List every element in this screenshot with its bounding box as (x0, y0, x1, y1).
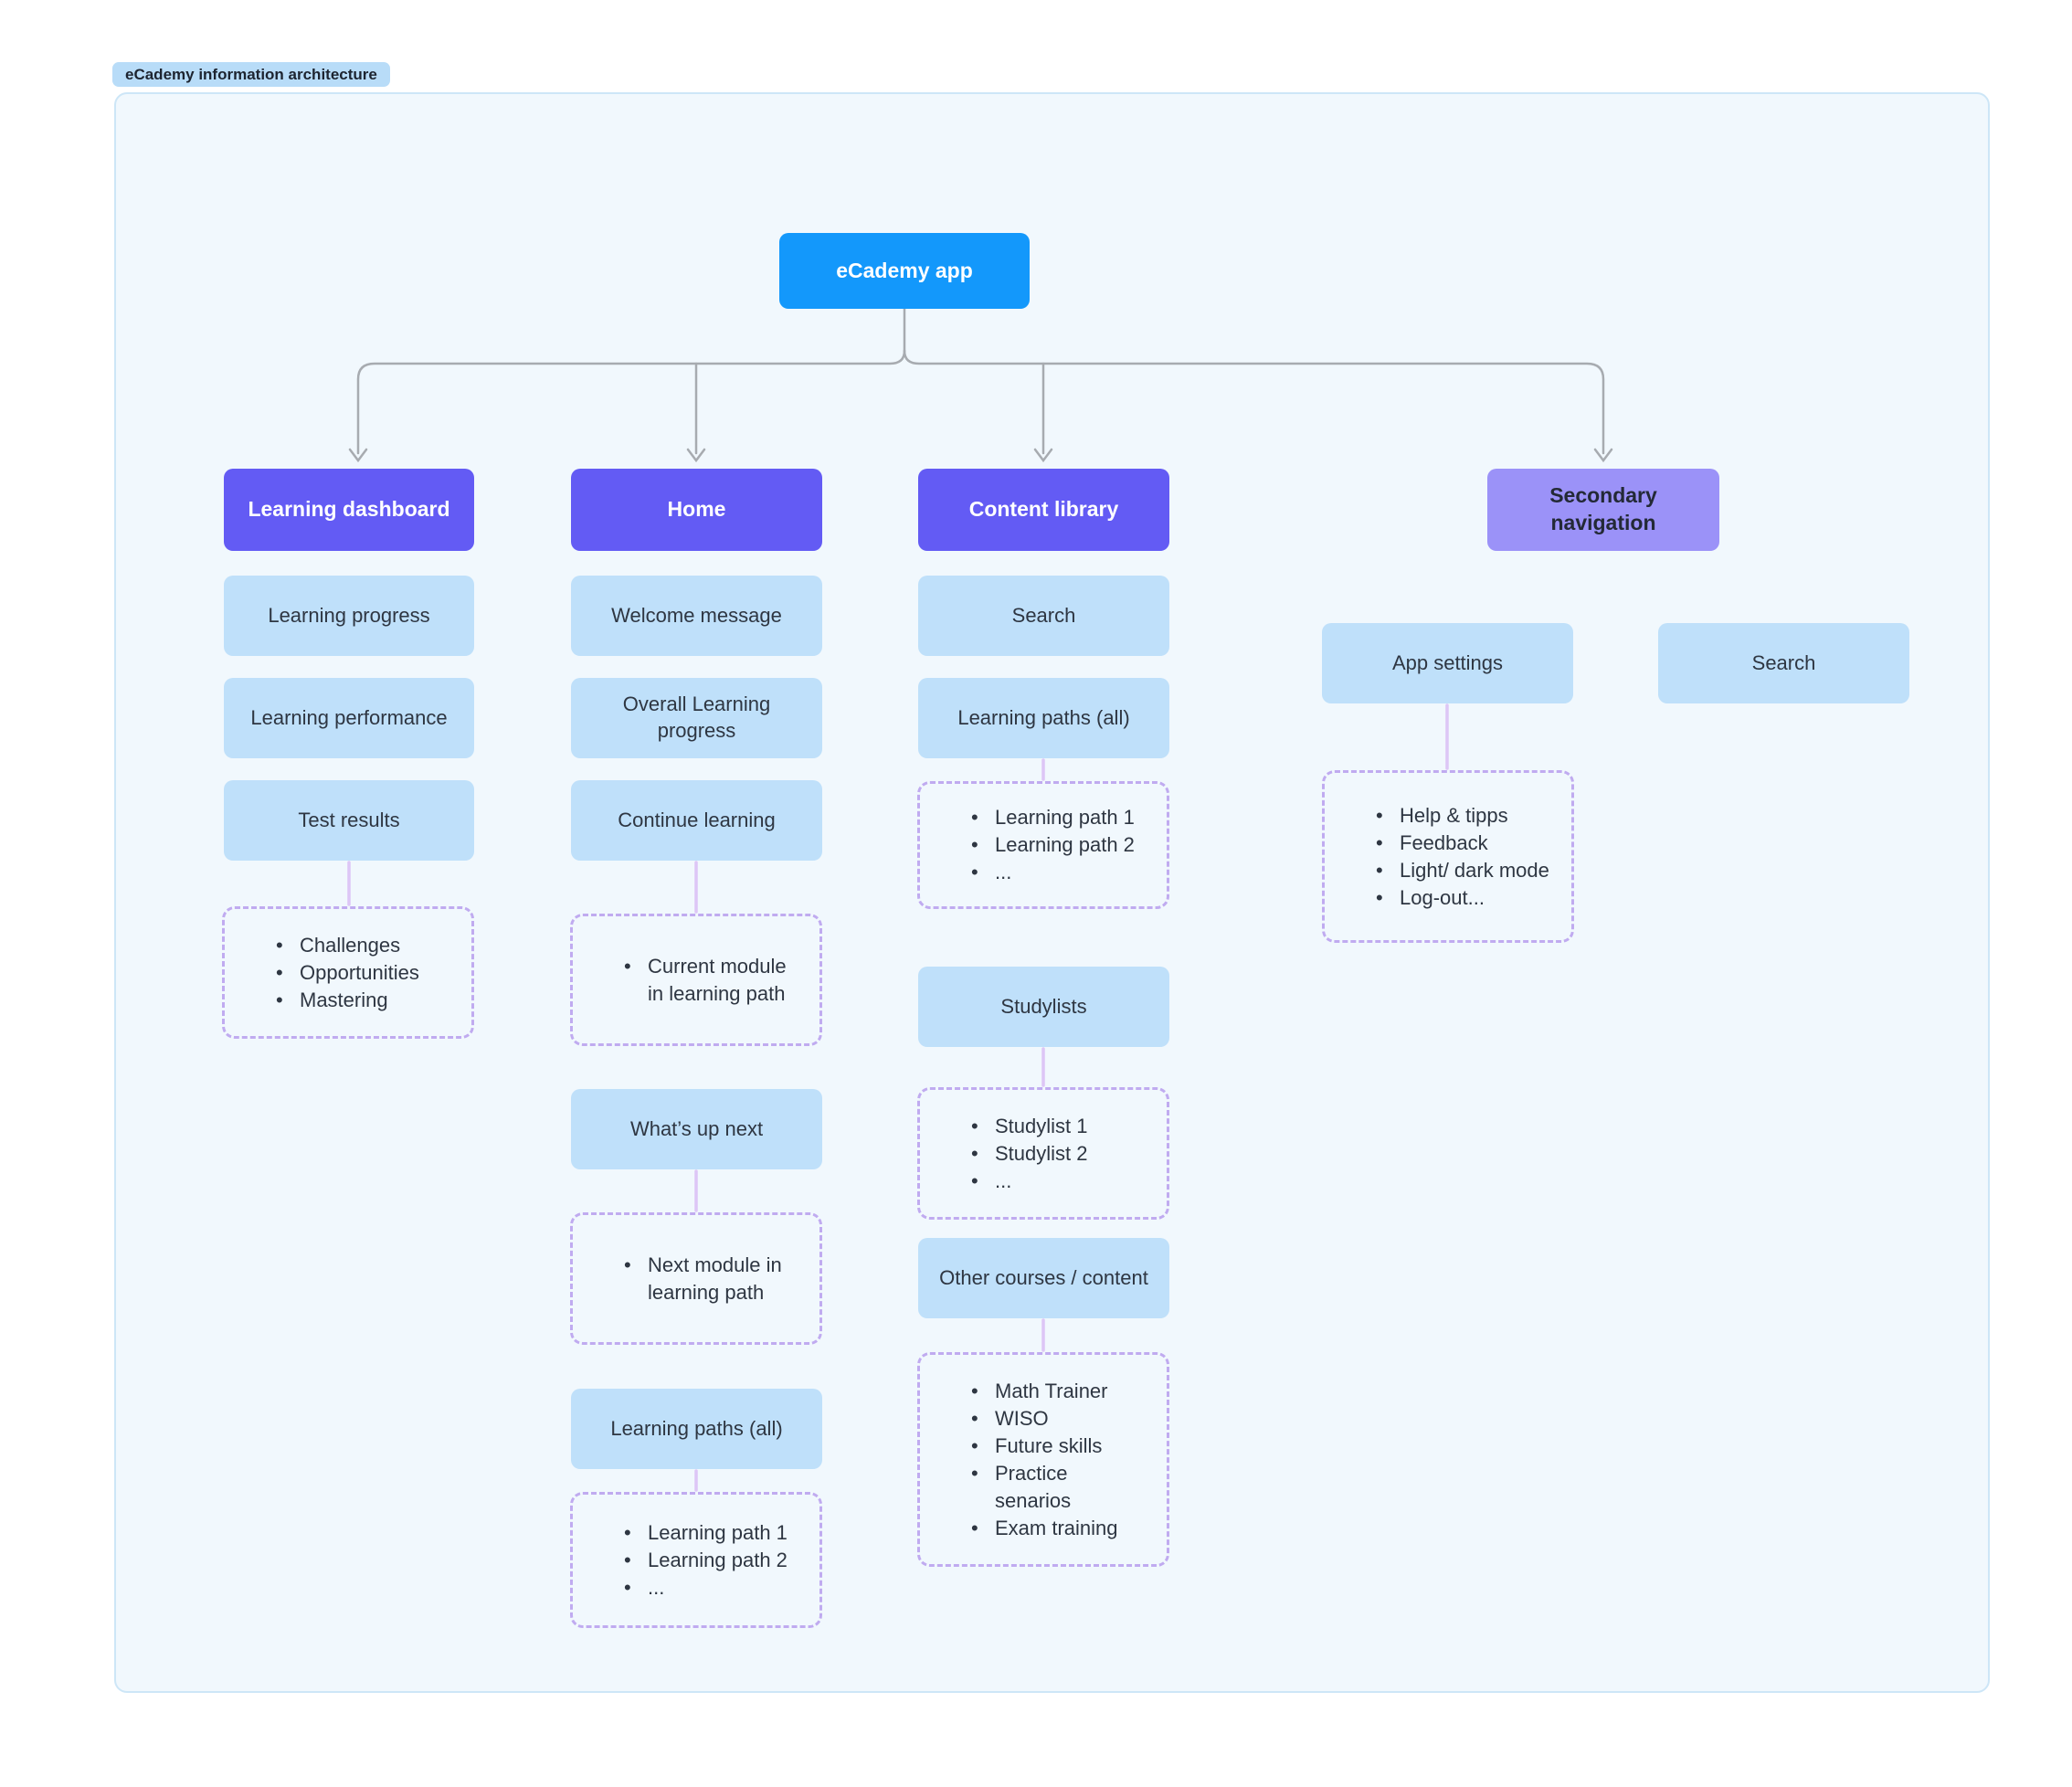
list-item: Learning path 2 (624, 1547, 788, 1574)
node-whats-up-next[interactable]: What’s up next (571, 1089, 822, 1169)
node-label: Home (667, 497, 726, 522)
node-label: What’s up next (629, 1116, 764, 1140)
node-label: Learning performance (250, 705, 448, 729)
list-home-learning-paths-details[interactable]: Learning path 1 Learning path 2 ... (570, 1492, 822, 1628)
node-label: eCademy app (836, 258, 973, 282)
node-label: Content library (968, 497, 1119, 522)
node-label: Learning paths (all) (610, 1416, 783, 1440)
list-studylists-details[interactable]: Studylist 1 Studylist 2 ... (917, 1087, 1169, 1220)
node-content-search[interactable]: Search (918, 576, 1169, 656)
node-label: Continue learning (618, 808, 776, 831)
node-welcome-message[interactable]: Welcome message (571, 576, 822, 656)
node-learning-dashboard[interactable]: Learning dashboard (224, 469, 474, 551)
list-item: Studylist 2 (971, 1140, 1088, 1168)
node-label: Learning paths (all) (957, 705, 1130, 729)
list-item: Next module in learning path (624, 1252, 801, 1306)
node-overall-learning-progress[interactable]: Overall Learning progress (571, 678, 822, 758)
list-item: Learning path 1 (971, 804, 1135, 831)
list-test-results-details[interactable]: Challenges Opportunities Mastering (222, 906, 474, 1039)
node-learning-performance[interactable]: Learning performance (224, 678, 474, 758)
node-label: Overall Learning progress (622, 693, 771, 742)
list-item: Studylist 1 (971, 1113, 1088, 1140)
list-item: Light/ dark mode (1376, 857, 1549, 884)
node-app-settings[interactable]: App settings (1322, 623, 1573, 703)
list-item: Current module in learning path (624, 953, 801, 1008)
node-ecademy-app[interactable]: eCademy app (779, 233, 1030, 309)
node-secondary-navigation[interactable]: Secondary navigation (1487, 469, 1719, 551)
list-item: ... (971, 1168, 1088, 1195)
node-label: Learning progress (268, 603, 430, 627)
node-label: Studylists (1000, 994, 1087, 1018)
list-item: Help & tipps (1376, 802, 1549, 830)
node-content-library[interactable]: Content library (918, 469, 1169, 551)
node-label: Test results (298, 808, 400, 831)
list-item: Future skills (971, 1433, 1148, 1460)
node-home-learning-paths[interactable]: Learning paths (all) (571, 1389, 822, 1469)
node-content-learning-paths[interactable]: Learning paths (all) (918, 678, 1169, 758)
list-item: Opportunities (276, 959, 419, 987)
list-other-courses-details[interactable]: Math Trainer WISO Future skills Practice… (917, 1352, 1169, 1567)
node-other-courses[interactable]: Other courses / content (918, 1238, 1169, 1318)
node-label: Search (1751, 650, 1816, 674)
node-secondary-search[interactable]: Search (1658, 623, 1909, 703)
list-item: Math Trainer (971, 1378, 1148, 1405)
node-home[interactable]: Home (571, 469, 822, 551)
list-item: Learning path 2 (971, 831, 1135, 859)
list-item: Feedback (1376, 830, 1549, 857)
node-label: Other courses / content (939, 1265, 1148, 1289)
node-label: Secondary navigation (1549, 483, 1657, 534)
diagram-title-badge: eCademy information architecture (112, 62, 390, 87)
list-app-settings-details[interactable]: Help & tipps Feedback Light/ dark mode L… (1322, 770, 1574, 943)
node-test-results[interactable]: Test results (224, 780, 474, 861)
list-continue-learning-details[interactable]: Current module in learning path (570, 914, 822, 1046)
list-item: Learning path 1 (624, 1519, 788, 1547)
list-content-learning-paths-details[interactable]: Learning path 1 Learning path 2 ... (917, 781, 1169, 909)
node-label: Search (1011, 603, 1076, 627)
node-label: Welcome message (611, 603, 782, 627)
node-label: App settings (1391, 650, 1504, 674)
node-label: Learning dashboard (248, 497, 450, 522)
list-item: Challenges (276, 932, 419, 959)
list-item: Mastering (276, 987, 419, 1014)
list-item: Exam training (971, 1515, 1148, 1542)
list-item: Practice senarios (971, 1460, 1148, 1515)
list-item: ... (624, 1574, 788, 1602)
list-item: ... (971, 859, 1135, 886)
list-item: Log-out... (1376, 884, 1549, 912)
list-whats-up-next-details[interactable]: Next module in learning path (570, 1212, 822, 1345)
node-continue-learning[interactable]: Continue learning (571, 780, 822, 861)
list-item: WISO (971, 1405, 1148, 1433)
node-learning-progress[interactable]: Learning progress (224, 576, 474, 656)
node-studylists[interactable]: Studylists (918, 967, 1169, 1047)
